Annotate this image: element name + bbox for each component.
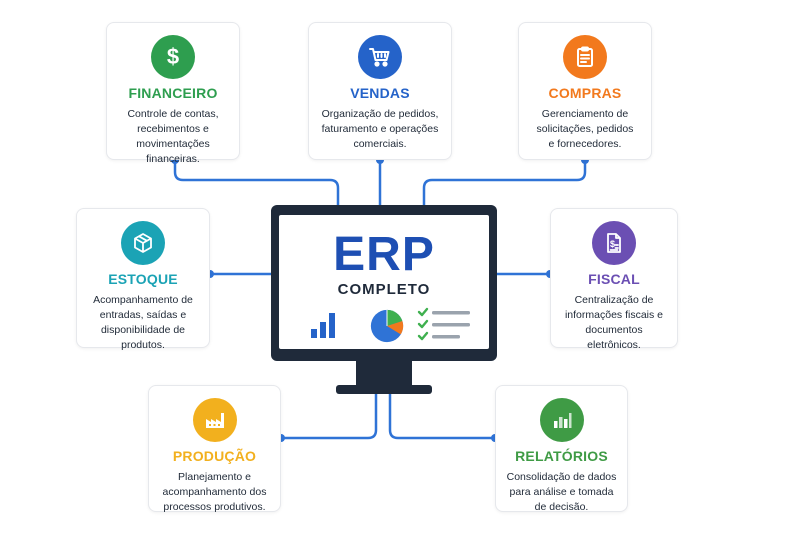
monitor-base (336, 385, 432, 394)
module-card-compras: COMPRAS Gerenciamento de solicitações, p… (518, 22, 652, 160)
module-title: COMPRAS (548, 85, 622, 101)
module-description: Acompanhamento de entradas, saídas e dis… (93, 294, 193, 351)
module-card-producao: PRODUÇÃO Planejamento e acompanhamento d… (148, 385, 281, 513)
module-card-relatorios: RELATÓRIOS Consolidação de dados para an… (495, 385, 628, 513)
module-description: Controle de contas, recebimentos e movim… (127, 108, 219, 165)
module-title: FINANCEIRO (128, 85, 218, 101)
clipboard-icon (563, 35, 607, 79)
bar-chart-icon (539, 398, 584, 442)
module-title: FISCAL (588, 271, 640, 287)
module-card-estoque: ESTOQUE Acompanhamento de entradas, saíd… (76, 208, 210, 351)
module-title: VENDAS (350, 85, 410, 101)
erp-title: ERP (333, 228, 435, 281)
module-title: ESTOQUE (108, 271, 178, 287)
shopping-cart-icon (358, 35, 402, 79)
central-monitor: ERP COMPLETO (271, 205, 497, 361)
module-title: RELATÓRIOS (515, 448, 608, 464)
bar-chart-icon (311, 313, 335, 338)
module-description: Consolidação de dados para análise e tom… (506, 471, 617, 513)
monitor-screen: ERP COMPLETO (279, 215, 489, 349)
checklist-icon (417, 307, 470, 341)
pie-chart-icon (370, 309, 404, 343)
erp-subtitle: COMPLETO (337, 281, 431, 298)
module-description: Centralização de informações fiscais e d… (564, 294, 664, 351)
dollar-icon: $ (151, 35, 195, 79)
factory-icon (192, 398, 237, 442)
module-card-vendas: VENDAS Organização de pedidos, faturamen… (308, 22, 452, 160)
module-card-fiscal: $ FISCAL Centralização de informações fi… (550, 208, 678, 351)
module-description: Organização de pedidos, faturamento e op… (321, 108, 439, 150)
module-description: Gerenciamento de solicitações, pedidos e… (536, 108, 634, 150)
module-description: Planejamento e acompanhamento dos proces… (162, 471, 267, 513)
svg-text:$: $ (610, 239, 615, 249)
svg-text:$: $ (167, 45, 179, 69)
box-icon (121, 221, 165, 265)
module-title: PRODUÇÃO (172, 448, 257, 464)
module-card-financeiro: $ FINANCEIRO Controle de contas, recebim… (106, 22, 240, 165)
document-dollar-icon: $ (592, 221, 636, 265)
monitor-stand (356, 361, 412, 385)
